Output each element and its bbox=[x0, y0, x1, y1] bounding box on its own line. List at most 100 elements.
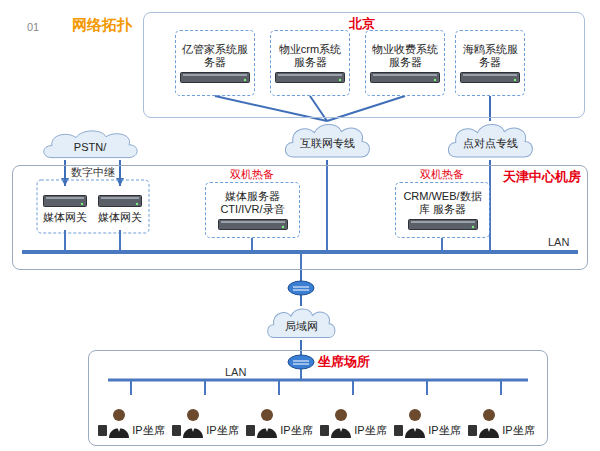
phone-symbol bbox=[246, 425, 255, 436]
server-icon bbox=[43, 195, 87, 207]
server-name: 物业收费系统服务器 bbox=[370, 43, 440, 69]
network-cloud: PSTN/ bbox=[40, 128, 140, 160]
server-led bbox=[244, 79, 246, 81]
network-cloud: 局域网 bbox=[265, 306, 337, 340]
server-led bbox=[136, 203, 138, 205]
server-icon bbox=[370, 72, 440, 83]
agent-head bbox=[187, 409, 199, 421]
ip-agent: IP坐席 bbox=[242, 395, 316, 439]
server-chassis bbox=[44, 196, 87, 207]
phone-symbol bbox=[394, 425, 403, 436]
phone-symbol bbox=[98, 425, 107, 436]
server-panel bbox=[411, 221, 475, 223]
server-name: 媒体服务器 CTI/IVR/录音 bbox=[210, 190, 295, 216]
site-region: 天津中心机房媒体网关媒体网关 媒体服务器 CTI/IVR/录音 CRM/WEB/数据… bbox=[12, 165, 588, 270]
agent-icon bbox=[171, 405, 205, 439]
ip-agent: IP坐席 bbox=[94, 395, 168, 439]
agent-name: IP坐席 bbox=[280, 424, 312, 437]
server-icon bbox=[408, 219, 478, 230]
server-chassis bbox=[181, 73, 250, 83]
bus-drop bbox=[326, 165, 328, 252]
cloud-outline bbox=[448, 125, 532, 158]
note-label: 数字中继 bbox=[71, 166, 115, 179]
server-panel bbox=[46, 197, 84, 199]
server-led bbox=[434, 79, 436, 81]
lan-bus bbox=[108, 379, 528, 382]
server-led bbox=[81, 203, 83, 205]
server-chassis bbox=[461, 73, 520, 83]
media-gateway: 媒体网关 bbox=[95, 186, 145, 230]
cloud-label: 互联网专线 bbox=[300, 131, 355, 150]
cloud-outline bbox=[285, 125, 369, 158]
agent-name: IP坐席 bbox=[206, 424, 238, 437]
agent-icon bbox=[393, 405, 427, 439]
agent-head bbox=[335, 409, 347, 421]
network-link bbox=[64, 160, 66, 186]
server-box: 海鸥系统服务器 bbox=[455, 30, 525, 96]
server-panel bbox=[221, 221, 285, 223]
agent-icon bbox=[97, 405, 131, 439]
agent-head bbox=[261, 409, 273, 421]
server-icon bbox=[98, 195, 142, 207]
server-name: 物业crm系统服务器 bbox=[275, 43, 345, 69]
server-box: 媒体服务器 CTI/IVR/录音 bbox=[205, 182, 300, 238]
agent-collar bbox=[339, 426, 343, 432]
bus-drop bbox=[500, 380, 502, 395]
agent-collar bbox=[117, 426, 121, 432]
server-name: 亿管家系统服务器 bbox=[180, 43, 250, 69]
cloud-label: 点对点专线 bbox=[463, 131, 518, 150]
agent-head bbox=[483, 409, 495, 421]
cloud-label: PSTN/ bbox=[74, 135, 106, 154]
note-label: LAN bbox=[225, 366, 246, 379]
phone-symbol bbox=[320, 425, 329, 436]
switch-body bbox=[288, 281, 314, 295]
phone-symbol bbox=[172, 425, 181, 436]
media-gateway: 媒体网关 bbox=[40, 186, 90, 230]
server-name: 海鸥系统服务器 bbox=[460, 43, 520, 69]
site-region: 坐席场所IP坐席IP坐席IP坐席IP坐席IP坐席IP坐席 bbox=[88, 350, 548, 446]
cloud-outline bbox=[268, 309, 335, 337]
ip-agent: IP坐席 bbox=[464, 395, 538, 439]
note-label: 01 bbox=[27, 21, 39, 34]
gateway-group-outline bbox=[37, 180, 149, 233]
bus-drop bbox=[64, 230, 66, 252]
gateway-name: 媒体网关 bbox=[98, 211, 142, 224]
agent-collar bbox=[265, 426, 269, 432]
server-icon bbox=[460, 72, 520, 83]
note-label: 双机热备 bbox=[420, 168, 464, 181]
switch-arrows bbox=[293, 287, 309, 290]
bus-drop bbox=[251, 238, 253, 252]
site-region: 北京亿管家系统服务器物业crm系统服务器物业收费系统服务器海鸥系统服务器 bbox=[143, 12, 585, 118]
ip-agent: IP坐席 bbox=[390, 395, 464, 439]
agent-collar bbox=[413, 426, 417, 432]
server-panel bbox=[373, 74, 437, 76]
server-chassis bbox=[99, 196, 142, 207]
region-heading: 天津中心机房 bbox=[503, 169, 581, 185]
bus-drop bbox=[300, 252, 302, 270]
server-icon bbox=[275, 72, 345, 83]
bus-drop bbox=[352, 380, 354, 395]
bus-drop bbox=[278, 380, 280, 395]
server-chassis bbox=[218, 220, 287, 230]
agent-collar bbox=[487, 426, 491, 432]
agent-drops bbox=[131, 380, 501, 395]
server-icon bbox=[218, 219, 288, 230]
switch-body bbox=[288, 355, 314, 369]
phone-symbol bbox=[468, 425, 477, 436]
bus-drop bbox=[204, 380, 206, 395]
note-label: LAN bbox=[548, 236, 569, 249]
gateway-name: 媒体网关 bbox=[43, 211, 87, 224]
note-label: 双机热备 bbox=[230, 168, 274, 181]
server-led bbox=[281, 226, 283, 228]
server-led bbox=[471, 226, 473, 228]
agent-icon bbox=[467, 405, 501, 439]
region-heading: 坐席场所 bbox=[318, 354, 370, 370]
server-chassis bbox=[408, 220, 477, 230]
cloud-outline bbox=[44, 131, 137, 158]
server-chassis bbox=[276, 73, 345, 83]
server-panel bbox=[278, 74, 342, 76]
agent-collar bbox=[191, 426, 195, 432]
server-name: CRM/WEB/数据库 服务器 bbox=[400, 190, 485, 216]
switch-symbol bbox=[288, 281, 314, 295]
network-link bbox=[300, 340, 302, 350]
